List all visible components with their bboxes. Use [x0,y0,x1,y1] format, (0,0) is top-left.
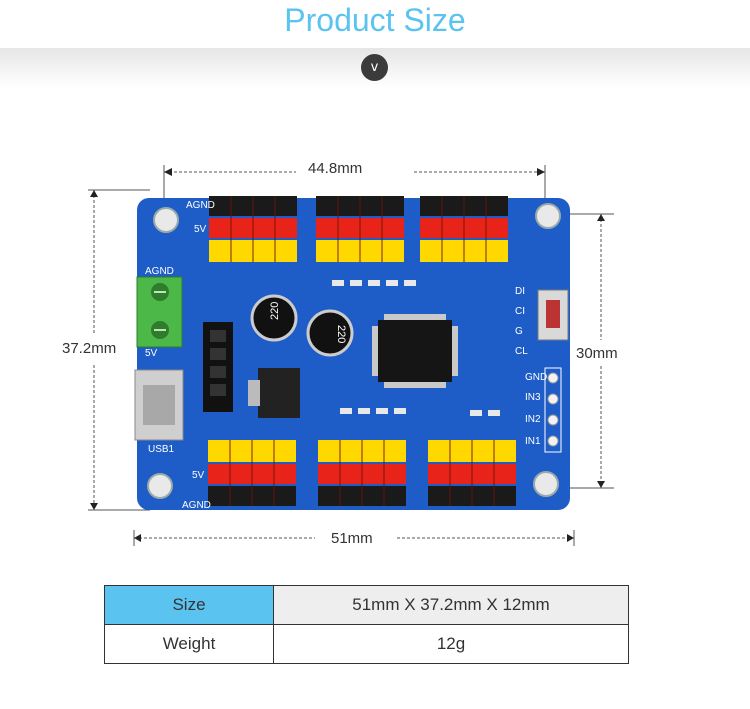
spec-value: 51mm X 37.2mm X 12mm [273,585,629,625]
mount-hole [535,203,561,229]
product-diagram: 220 220 AGND 5V AGND 5V USB1 5V AGND DI … [88,165,614,546]
silk-usb: USB1 [148,444,175,455]
silk-agnd-bottom: AGND [182,500,211,511]
capacitor [250,294,298,342]
silk-gnd: GND [525,372,547,383]
silk-agnd-top: AGND [186,200,215,211]
cap-label: 220 [269,302,281,320]
page-title: Product Size [284,2,466,38]
chevron-down-icon[interactable]: v [361,54,388,81]
voltage-regulator [258,368,300,418]
spec-value: 12g [273,624,629,664]
dimension-bottom: 51mm [331,530,373,547]
silk-di: DI [515,286,525,297]
silk-ci: CI [515,306,525,317]
mount-hole [153,207,179,233]
dimension-left: 37.2mm [62,340,117,357]
pcb-board [137,198,570,510]
spec-row-size: Size 51mm X 37.2mm X 12mm [104,585,629,625]
silk-cl: CL [515,346,528,357]
silk-in1: IN1 [525,436,541,447]
controller-chip [378,320,452,382]
dimension-right: 30mm [576,345,618,362]
spec-row-weight: Weight 12g [104,624,629,664]
mount-hole [533,471,559,497]
silk-in3: IN3 [525,392,541,403]
silk-5v-top: 5V [194,224,207,235]
dimension-top: 44.8mm [308,160,363,177]
silk-5v: 5V [145,348,158,359]
spec-table: Size 51mm X 37.2mm X 12mm Weight 12g [104,585,629,664]
capacitor [306,309,354,357]
spec-key: Weight [104,624,274,664]
silk-5v-bottom: 5V [192,470,205,481]
silk-agnd: AGND [145,266,174,277]
cap-label: 220 [335,325,347,343]
silk-in2: IN2 [525,414,541,425]
spec-key: Size [104,585,274,625]
silk-g: G [515,326,523,337]
mount-hole [147,473,173,499]
